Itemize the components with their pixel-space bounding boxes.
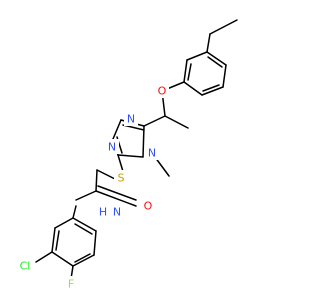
bond (183, 59, 188, 83)
atom-fluorine: F (68, 278, 74, 291)
atom-oxygen-ether: O (158, 85, 167, 98)
bond (183, 81, 203, 96)
bond (207, 56, 223, 68)
bond (74, 253, 91, 263)
bond (72, 205, 77, 219)
bond (93, 230, 97, 256)
bond (95, 190, 137, 207)
atom-oxygen-carbonyl: O (144, 200, 153, 213)
atom-sulfur: S (118, 172, 125, 185)
bond (164, 115, 189, 129)
bond (72, 217, 97, 232)
bond (35, 251, 53, 263)
bond (143, 115, 166, 127)
bond (51, 227, 56, 253)
bond (201, 86, 224, 96)
bond (112, 119, 122, 140)
bond (74, 223, 93, 235)
atom-nitrogen-1: N (127, 113, 135, 126)
bond (117, 154, 144, 158)
bond (222, 64, 227, 88)
bond (51, 251, 74, 267)
bond (95, 169, 98, 192)
bond (187, 63, 192, 81)
atom-labels: O N N N S O N H Cl F (15, 83, 169, 291)
bond (142, 125, 145, 158)
bond (206, 51, 227, 66)
atom-nitrogen-amide: N (113, 206, 121, 219)
atom-hydrogen-amide: H (99, 206, 107, 219)
bond (202, 84, 220, 92)
molecule-svg: O N N N S O N H Cl F (15, 19, 238, 291)
atom-chlorine: Cl (20, 260, 31, 273)
bond (97, 185, 137, 201)
bond (54, 217, 74, 229)
atom-nitrogen-2: N (108, 141, 116, 154)
bond (75, 190, 97, 201)
atom-nitrogen-4: N (148, 147, 156, 160)
bond (186, 51, 208, 61)
bond (206, 33, 211, 53)
molecule-structure-diagram: O N N N S O N H Cl F (15, 19, 238, 291)
bond (96, 169, 118, 181)
bond (72, 254, 95, 267)
bond (55, 230, 60, 251)
bonds (35, 19, 238, 280)
bond (209, 19, 238, 35)
